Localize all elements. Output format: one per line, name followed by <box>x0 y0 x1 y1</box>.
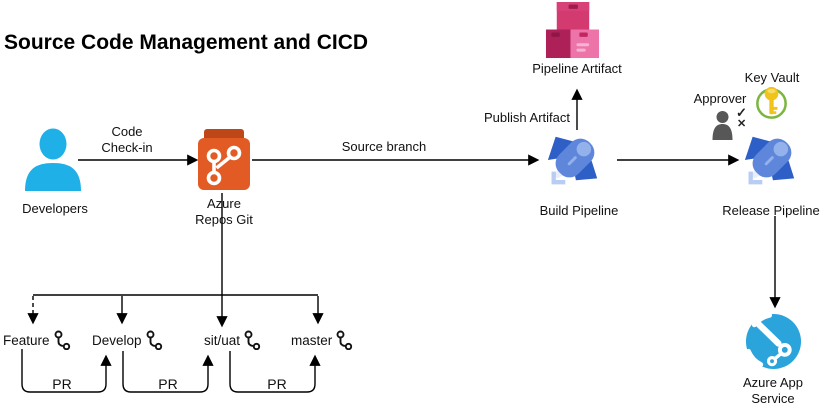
build-pipeline-label: Build Pipeline <box>539 203 619 218</box>
branch-master: master <box>291 330 353 350</box>
pipeline-artifact-icon <box>544 1 601 60</box>
azure-app-service-label: Azure App Service <box>743 375 803 406</box>
publish-artifact-label: Publish Artifact <box>484 110 570 125</box>
pr-label-2: PR <box>158 376 178 392</box>
developers-icon <box>22 127 84 191</box>
key-vault-label: Key Vault <box>744 70 800 85</box>
pipeline-artifact-label: Pipeline Artifact <box>532 61 622 76</box>
branch-master-label: master <box>291 332 333 348</box>
release-pipeline-label: Release Pipeline <box>722 203 820 218</box>
branch-develop: Develop <box>92 330 163 350</box>
code-checkin-label: Code Check-in <box>101 124 153 155</box>
branch-feature-label: Feature <box>3 332 50 348</box>
azure-repos-git-label: Azure Repos Git <box>195 196 253 227</box>
git-branch-icon <box>336 330 353 350</box>
git-branch-icon <box>54 330 70 350</box>
key-vault-icon <box>752 83 791 122</box>
git-branch-icon <box>146 330 162 350</box>
pr-label-3: PR <box>267 376 287 392</box>
approver-check-icon: ✓ <box>736 105 747 120</box>
pr-label-1: PR <box>52 376 72 392</box>
approver-label: Approver <box>693 91 747 106</box>
branch-develop-label: Develop <box>92 332 142 348</box>
approver-cross-icon: ✕ <box>737 118 747 130</box>
azure-app-service-icon <box>744 312 803 371</box>
release-pipeline-icon <box>742 128 800 190</box>
git-branch-icon <box>244 330 261 350</box>
page-title: Source Code Management and CICD <box>4 31 369 54</box>
branch-sit-uat-label: sit/uat <box>204 332 241 348</box>
branch-sit-uat: sit/uat <box>204 330 261 350</box>
azure-repos-git-icon <box>196 126 252 192</box>
branch-feature: Feature <box>3 330 71 350</box>
build-pipeline-icon <box>545 128 603 190</box>
developers-label: Developers <box>22 201 88 216</box>
source-branch-label: Source branch <box>341 139 427 154</box>
approver-icon: ✓ ✕ <box>710 106 747 141</box>
